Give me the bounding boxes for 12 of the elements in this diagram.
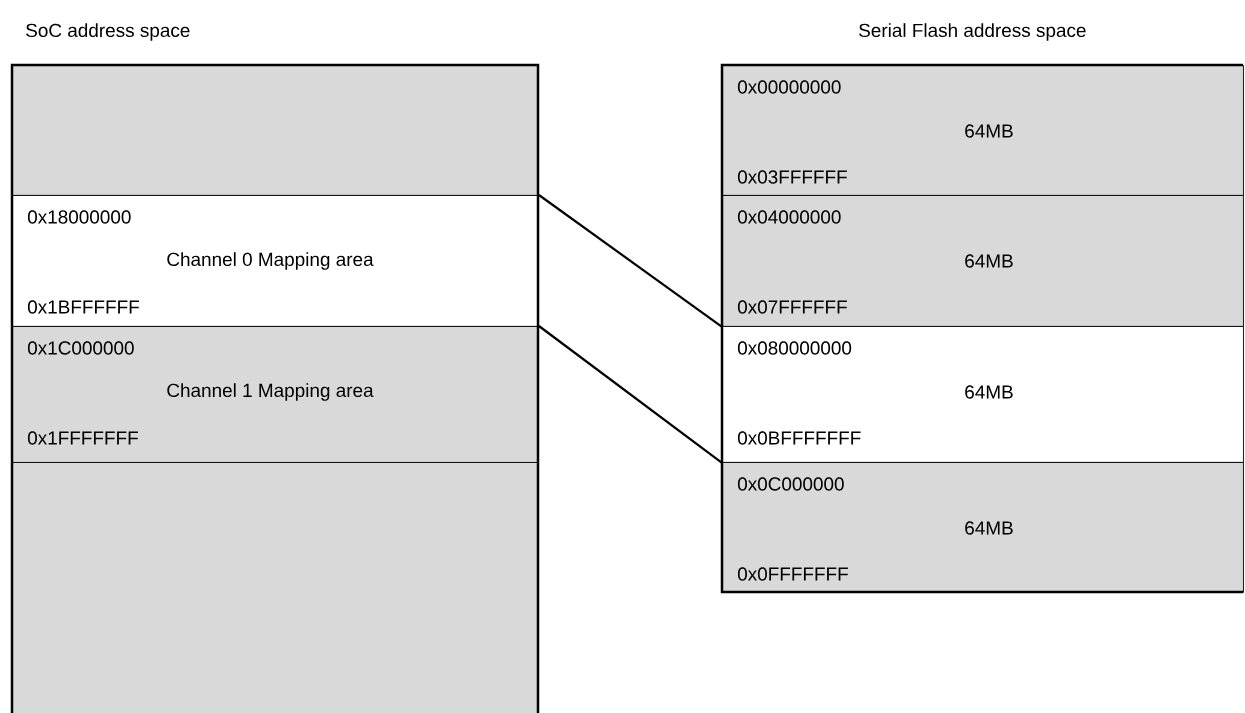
column-heading: Serial Flash address space: [859, 23, 1086, 41]
memory-block: [12, 65, 539, 196]
address-block: 0x04000000 64MB 0x07FFFFFF: [722, 195, 1244, 327]
address-block: 0x080000000 64MB 0x0BFFFFFFF: [722, 326, 1244, 463]
address-block: 0x1C000000 Channel 1 Mapping area 0x1FFFFFFF: [12, 326, 539, 463]
mapping-line: [538, 325, 723, 464]
address-block: 0x00000000 64MB 0x03FFFFFF: [722, 65, 1244, 196]
address-block: 0x18000000 Channel 0 Mapping area 0x1BFFFFFF: [12, 195, 539, 327]
mapping-line: [538, 194, 723, 328]
memory-block: [12, 462, 539, 713]
column-heading: SoC address space: [26, 23, 190, 41]
address-block: 0x0C000000 64MB 0x0FFFFFFF: [722, 462, 1244, 593]
